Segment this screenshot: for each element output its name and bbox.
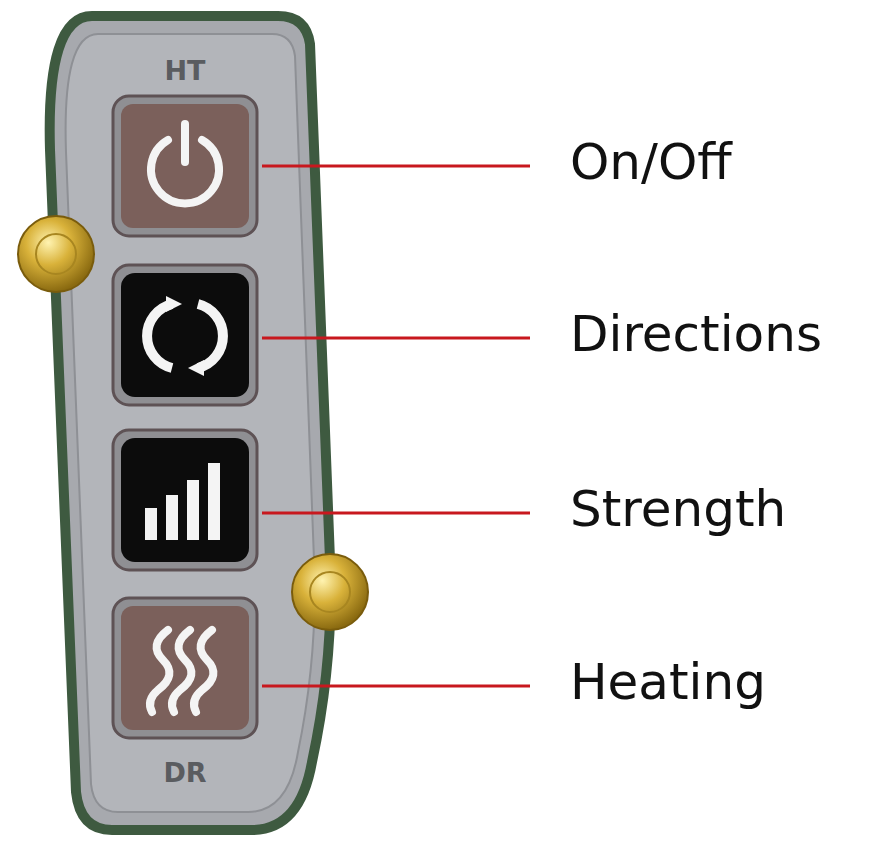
panel-marking: DR: [163, 759, 206, 786]
strength-icon: [145, 463, 220, 540]
function-label: Heating: [570, 655, 766, 710]
rivet: [292, 554, 368, 630]
rivet: [18, 216, 94, 292]
function-label: Strength: [570, 482, 786, 537]
leader-line: [262, 685, 530, 688]
control-panel: HT DR: [40, 10, 340, 840]
directions-icon: [147, 296, 223, 376]
leader-lines: [262, 166, 530, 686]
function-label: On/Off: [570, 135, 732, 190]
button-frames: [113, 96, 257, 738]
function-label: Directions: [570, 307, 822, 362]
power-icon: [151, 124, 219, 203]
leader-line: [262, 512, 530, 515]
leader-line: [262, 337, 530, 340]
panel-outline: [40, 10, 340, 840]
heating-icon: [150, 630, 213, 712]
panel-marking: HT: [164, 57, 205, 84]
leader-line: [262, 165, 530, 168]
